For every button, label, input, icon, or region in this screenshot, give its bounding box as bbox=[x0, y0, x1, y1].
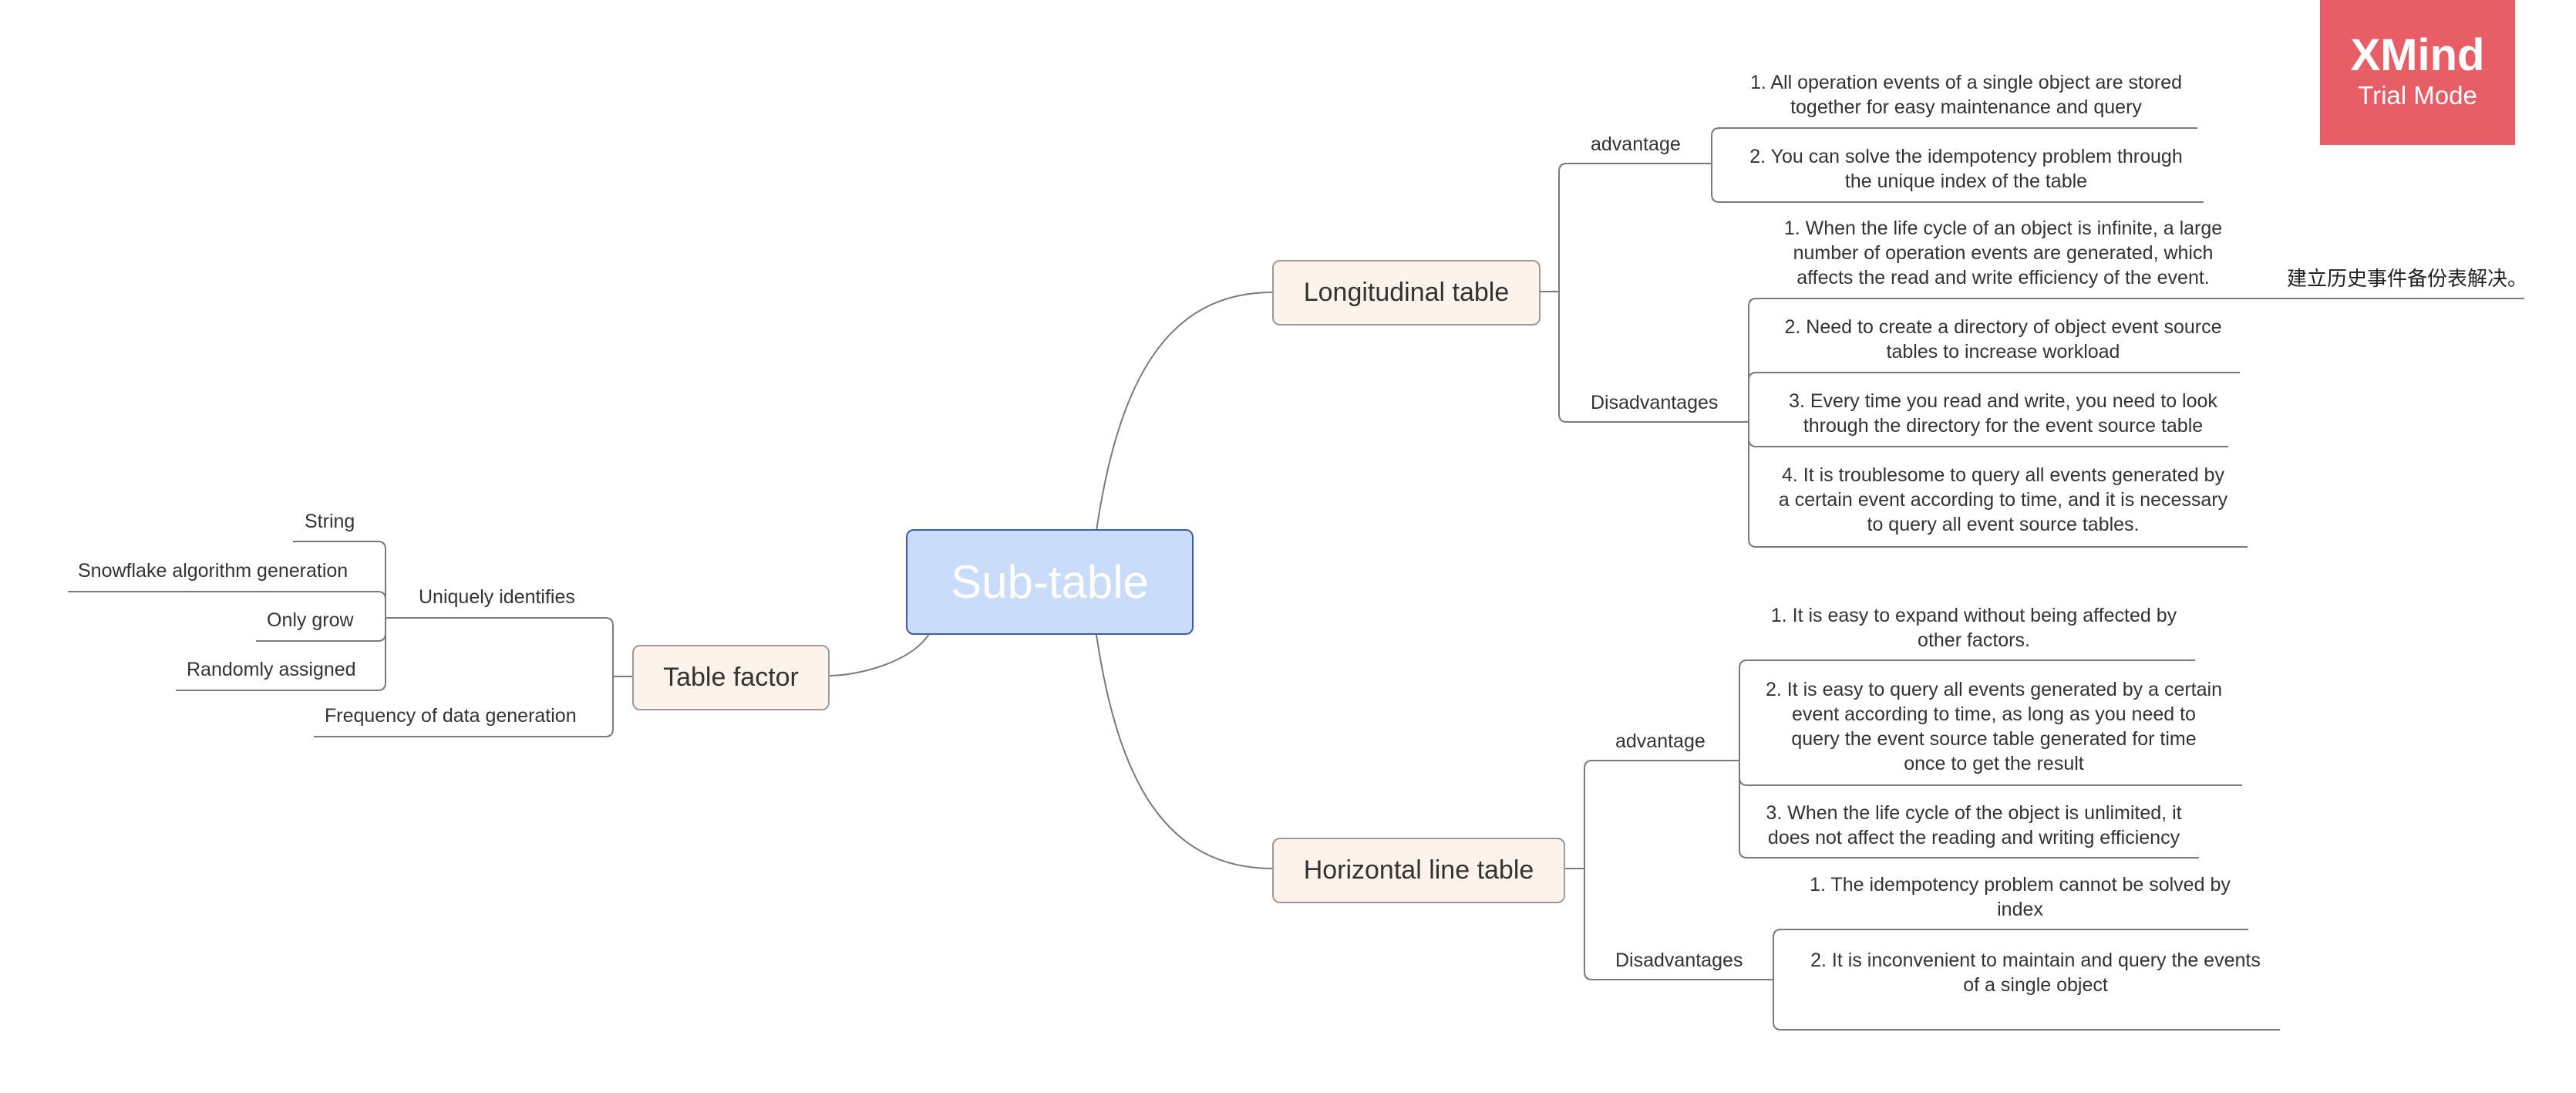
hor-adv-1[interactable]: 1. It is easy to expand without being af… bbox=[1770, 605, 2177, 651]
long-adv-2[interactable]: 2. You can solve the idempotency problem… bbox=[1749, 146, 2183, 192]
tf-unique-string[interactable]: String bbox=[305, 511, 355, 532]
topic-horizontal-line-table[interactable]: Horizontal line table bbox=[1272, 838, 1565, 903]
tf-unique-randomly-assigned[interactable]: Randomly assigned bbox=[187, 659, 356, 680]
badge-subtitle: Trial Mode bbox=[2358, 81, 2477, 110]
badge-title: XMind bbox=[2350, 30, 2485, 80]
hor-dis-2[interactable]: 2. It is inconvenient to maintain and qu… bbox=[1810, 950, 2261, 996]
link-long-trunk bbox=[1541, 163, 1567, 423]
long-dis-3[interactable]: 3. Every time you read and write, you ne… bbox=[1789, 390, 2217, 437]
hor-dis-1[interactable]: 1. The idempotency problem cannot be sol… bbox=[1810, 874, 2231, 920]
long-advantage-label[interactable]: advantage bbox=[1591, 133, 1681, 155]
hor-adv-3[interactable]: 3. When the life cycle of the object is … bbox=[1766, 802, 2182, 848]
tf-frequency-of-data-generation[interactable]: Frequency of data generation bbox=[325, 705, 577, 727]
topic-table-factor[interactable]: Table factor bbox=[632, 645, 830, 710]
link-central-horizontal bbox=[1096, 634, 1275, 869]
hor-advantage-label[interactable]: advantage bbox=[1615, 730, 1706, 752]
topic-longitudinal-table[interactable]: Longitudinal table bbox=[1272, 260, 1541, 326]
link-hor-dis-children bbox=[1773, 929, 2280, 1031]
long-disadvantages-label[interactable]: Disadvantages bbox=[1591, 392, 1719, 413]
tf-unique-only-grow[interactable]: Only grow bbox=[267, 609, 354, 631]
central-topic[interactable]: Sub-table bbox=[906, 529, 1194, 635]
link-long-adv-children bbox=[1711, 127, 2204, 203]
link-long-dis-children bbox=[1748, 298, 2275, 548]
long-dis-1-note[interactable]: 建立历史事件备份表解决。 bbox=[2287, 267, 2528, 290]
xmind-trial-badge: XMind Trial Mode bbox=[2320, 0, 2515, 145]
link-central-longitudinal bbox=[1096, 291, 1275, 531]
link-hor-adv-children bbox=[1739, 660, 2242, 859]
long-dis-4[interactable]: 4. It is troublesome to query all events… bbox=[1778, 464, 2228, 535]
link-central-tablefactor bbox=[829, 633, 930, 676]
long-adv-1[interactable]: 1. All operation events of a single obje… bbox=[1749, 72, 2183, 118]
hor-disadvantages-label[interactable]: Disadvantages bbox=[1615, 950, 1743, 971]
link-tf-trunk bbox=[604, 617, 632, 737]
hor-adv-2[interactable]: 2. It is easy to query all events genera… bbox=[1765, 679, 2222, 774]
long-dis-1[interactable]: 1. When the life cycle of an object is i… bbox=[1783, 218, 2223, 288]
long-dis-2[interactable]: 2. Need to create a directory of object … bbox=[1784, 316, 2222, 363]
tf-uniquely-identifies[interactable]: Uniquely identifies bbox=[419, 586, 575, 608]
tf-unique-snowflake[interactable]: Snowflake algorithm generation bbox=[78, 560, 349, 582]
link-hor-trunk bbox=[1564, 760, 1593, 980]
link-tf-unique-children bbox=[68, 541, 386, 691]
